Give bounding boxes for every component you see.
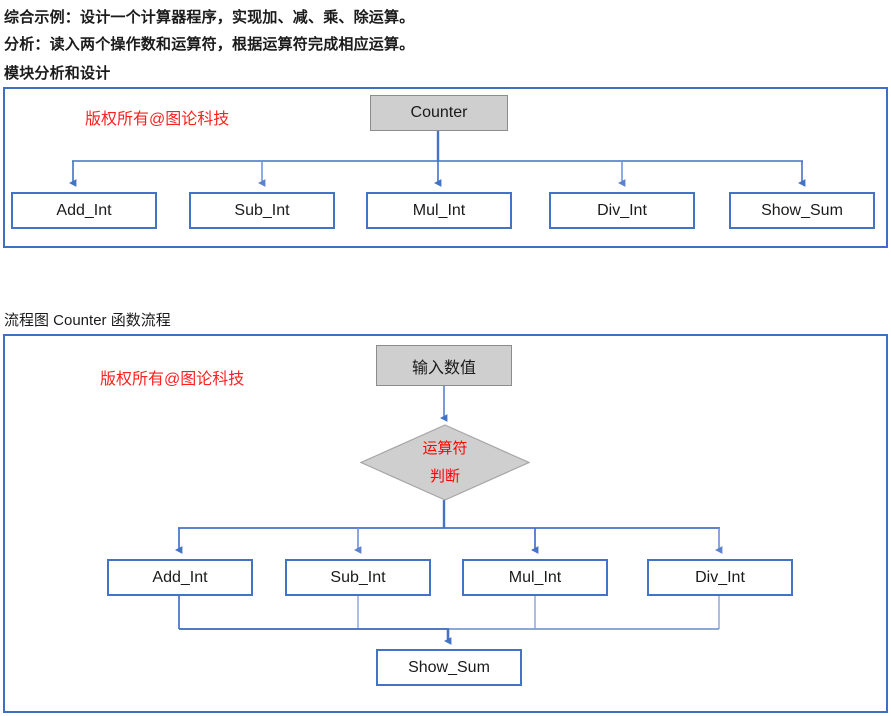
module-node-div-int-label: Div_Int	[597, 201, 647, 219]
flow-node-show-sum-label: Show_Sum	[408, 658, 490, 676]
module-node-counter[interactable]: Counter	[370, 95, 508, 131]
watermark-module-diagram: 版权所有@图论科技	[85, 111, 230, 128]
flowchart-caption: 流程图 Counter 函数流程	[4, 312, 171, 329]
flow-node-mul-int[interactable]: Mul_Int	[462, 559, 608, 596]
flow-node-show-sum[interactable]: Show_Sum	[376, 649, 522, 686]
module-node-show-sum[interactable]: Show_Sum	[729, 192, 875, 229]
module-node-mul-int[interactable]: Mul_Int	[366, 192, 512, 229]
flow-node-input-value-label: 输入数值	[411, 359, 476, 377]
flow-node-div-int-label: Div_Int	[695, 568, 745, 586]
module-node-sub-int[interactable]: Sub_Int	[189, 192, 335, 229]
diamond-shape-icon	[360, 424, 530, 501]
flow-node-mul-int-label: Mul_Int	[508, 568, 562, 586]
intro-line-analysis: 分析：读入两个操作数和运算符，根据运算符完成相应运算。	[4, 36, 415, 53]
module-node-show-sum-label: Show_Sum	[761, 201, 843, 219]
module-node-div-int[interactable]: Div_Int	[549, 192, 695, 229]
flow-node-sub-int[interactable]: Sub_Int	[285, 559, 431, 596]
flow-node-operator-decision-text: 运算符 判断	[422, 435, 467, 491]
section-title-module-design: 模块分析和设计	[4, 65, 111, 82]
flow-node-add-int[interactable]: Add_Int	[107, 559, 253, 596]
flow-node-div-int[interactable]: Div_Int	[647, 559, 793, 596]
module-node-add-int-label: Add_Int	[56, 201, 112, 219]
intro-line-objective: 综合示例：设计一个计算器程序，实现加、减、乘、除运算。	[4, 9, 415, 26]
module-node-counter-label: Counter	[410, 104, 468, 121]
module-node-mul-int-label: Mul_Int	[412, 201, 466, 219]
flow-node-add-int-label: Add_Int	[152, 568, 208, 586]
flow-node-operator-decision[interactable]: 运算符 判断	[360, 424, 530, 501]
flow-node-sub-int-label: Sub_Int	[330, 568, 386, 586]
module-node-sub-int-label: Sub_Int	[234, 201, 290, 219]
watermark-flowchart: 版权所有@图论科技	[100, 371, 245, 388]
module-node-add-int[interactable]: Add_Int	[11, 192, 157, 229]
flow-node-operator-decision-line1: 运算符	[422, 439, 468, 457]
flow-node-input-value[interactable]: 输入数值	[376, 345, 512, 386]
flow-node-operator-decision-line2: 判断	[429, 467, 460, 485]
